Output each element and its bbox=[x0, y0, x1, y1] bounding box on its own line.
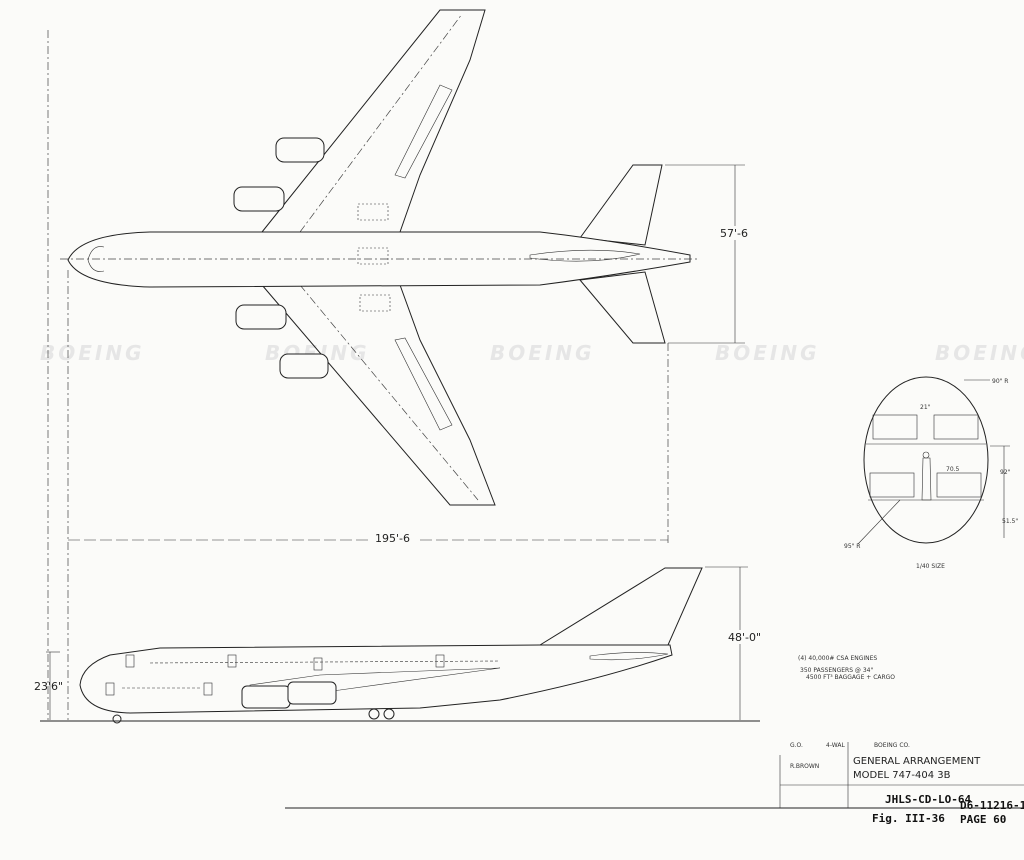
passengers-note: 350 PASSENGERS @ 34" bbox=[800, 667, 873, 674]
notes: (4) 40,000# CSA ENGINES 350 PASSENGERS @… bbox=[798, 655, 895, 681]
fuselage-plan bbox=[67, 231, 691, 288]
lower-dim-label: 92" bbox=[1000, 469, 1011, 476]
fuselage-side bbox=[79, 644, 673, 714]
engine-side-2 bbox=[287, 681, 337, 705]
title-block: G.O. 4-WAL BOEING CO. R.BROWN GENERAL AR… bbox=[285, 742, 1024, 826]
engine-2 bbox=[233, 186, 285, 212]
fuselage-height-dimension: 23'6" bbox=[34, 651, 63, 720]
engine-4 bbox=[279, 353, 329, 379]
seat-width-label: 21" bbox=[920, 404, 931, 411]
dept-label: 4-WAL bbox=[826, 742, 845, 749]
page-label: PAGE 60 bbox=[960, 813, 1006, 826]
side-view bbox=[40, 567, 760, 724]
model-label: MODEL 747-404 3B bbox=[853, 770, 951, 781]
watermark: BOEING bbox=[40, 341, 145, 365]
plan-view bbox=[60, 9, 700, 506]
watermark-row: BOEING BOEING BOEING BOEING BOEING bbox=[40, 341, 1024, 365]
lower-wing bbox=[260, 284, 496, 506]
floor-radius-label: 95" R bbox=[844, 543, 860, 550]
drawn-by-label: R.BROWN bbox=[790, 763, 819, 770]
main-seat-left bbox=[869, 472, 915, 498]
outer-radius-label: 90" R bbox=[992, 378, 1008, 385]
upper-flap bbox=[394, 84, 453, 179]
engine-side-1 bbox=[241, 685, 291, 709]
fuselage-cross-section bbox=[863, 376, 989, 544]
aisle-label: 70.5 bbox=[946, 466, 960, 473]
main-gear bbox=[368, 708, 380, 720]
scale-label: 1/40 SIZE bbox=[916, 563, 945, 570]
engine-1 bbox=[275, 137, 325, 163]
engines-note: (4) 40,000# CSA ENGINES bbox=[798, 655, 877, 662]
span-dimension: 57'-6 bbox=[665, 164, 754, 344]
vertical-fin-top bbox=[529, 249, 641, 262]
go-label: G.O. bbox=[790, 742, 803, 749]
document-number: D6-11216-1 bbox=[960, 799, 1024, 812]
figure-label: Fig. III-36 bbox=[872, 812, 945, 825]
upper-wing bbox=[260, 9, 486, 233]
bottom-dim-label: 51.5" bbox=[1002, 518, 1018, 525]
engine-3 bbox=[235, 304, 287, 330]
watermark: BOEING bbox=[935, 341, 1024, 365]
cargo-note: 4500 FT³ BAGGAGE + CARGO bbox=[806, 674, 895, 681]
cross-section: 90" R 21" 70.5 92" 51.5" 95" R 1/40 SIZE bbox=[844, 376, 1018, 570]
upper-seat-right bbox=[933, 414, 979, 440]
length-dimension: 195'-6 bbox=[67, 270, 669, 720]
tail-height-label: 48'-0" bbox=[728, 631, 761, 644]
upper-seat-left bbox=[872, 414, 918, 440]
lower-stabilizer bbox=[579, 271, 666, 344]
drawing-title: GENERAL ARRANGEMENT bbox=[853, 756, 981, 767]
main-gear bbox=[383, 708, 395, 720]
length-label: 195'-6 bbox=[375, 532, 410, 545]
watermark: BOEING bbox=[490, 341, 595, 365]
span-label: 57'-6 bbox=[720, 227, 748, 240]
fuselage-height-label: 23'6" bbox=[34, 680, 63, 693]
passenger-figure bbox=[921, 457, 932, 501]
upper-stabilizer bbox=[579, 164, 663, 246]
company-label: BOEING CO. bbox=[874, 742, 910, 749]
nose-gear bbox=[112, 714, 122, 724]
drawing-number: JHLS-CD-LO-64 bbox=[885, 793, 971, 806]
lower-flap bbox=[394, 337, 453, 431]
watermark: BOEING bbox=[715, 341, 820, 365]
horizontal-stab-side bbox=[589, 652, 669, 661]
tail-height-dimension: 48'-0" bbox=[705, 566, 766, 720]
main-seat-right bbox=[936, 472, 982, 498]
cockpit-outline bbox=[87, 246, 105, 272]
vertical-tail bbox=[538, 567, 703, 646]
